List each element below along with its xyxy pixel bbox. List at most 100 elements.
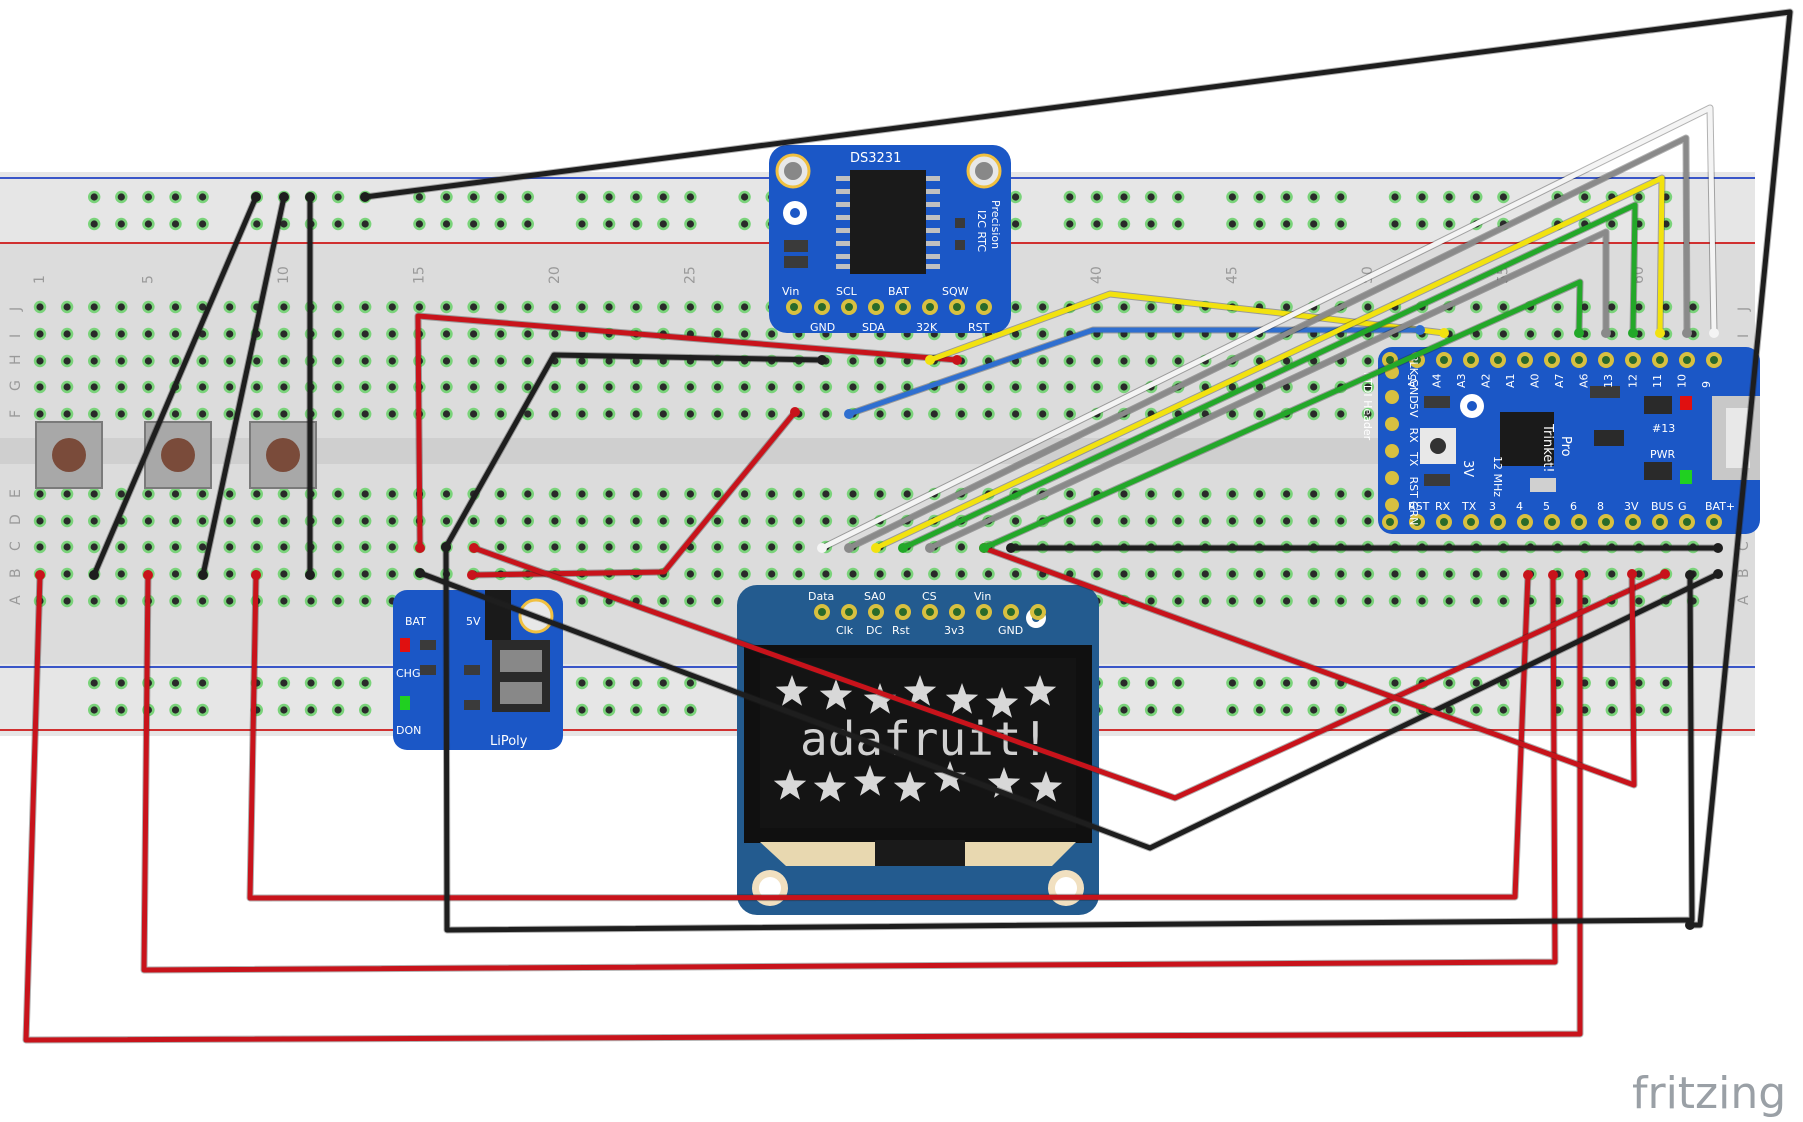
breadboard-hole-center — [1608, 220, 1616, 228]
trinket-pin-label: TX — [1461, 500, 1477, 513]
breadboard-hole-center — [388, 490, 396, 498]
breadboard-hole-center — [1581, 303, 1589, 311]
breadboard-hole-center — [578, 193, 586, 201]
breadboard-hole-center — [551, 383, 559, 391]
oled-star-icon — [903, 675, 937, 706]
breadboard-row-letter: A — [1736, 595, 1752, 605]
rtc-pin-bat: BAT — [888, 285, 909, 298]
breadboard-hole-center — [1472, 706, 1480, 714]
breadboard-hole-center — [1012, 570, 1020, 578]
breadboard-hole-center — [1364, 383, 1372, 391]
breadboard-hole-center — [713, 597, 722, 605]
breadboard-hole-center — [1174, 597, 1182, 605]
breadboard-hole-center — [144, 303, 152, 311]
breadboard-hole-center — [442, 517, 451, 525]
breadboard-hole-center — [686, 383, 695, 391]
breadboard-hole-center — [1445, 597, 1453, 605]
breadboard-hole-center — [388, 570, 396, 578]
breadboard-hole-center — [768, 490, 776, 498]
breadboard-hole-center — [280, 383, 288, 391]
breadboard-hole-center — [578, 383, 586, 391]
breadboard-hole-center — [1120, 303, 1128, 311]
breadboard-hole-center — [117, 193, 125, 201]
trinket-header-pin-center — [1467, 356, 1475, 364]
breadboard-hole-center — [930, 410, 938, 418]
trinket-header-pin-center — [1629, 518, 1637, 526]
trinket-header-pin-center — [1467, 518, 1475, 526]
breadboard-hole-center — [1608, 570, 1616, 578]
breadboard-hole-center — [632, 679, 640, 687]
breadboard-hole-center — [1174, 220, 1182, 228]
breadboard-hole-center — [361, 706, 369, 714]
breadboard-hole-center — [1472, 330, 1480, 338]
breadboard-hole-center — [1554, 597, 1562, 605]
breadboard-hole-center — [1012, 303, 1020, 311]
breadboard-hole-center — [334, 517, 342, 525]
breadboard-hole-center — [1228, 706, 1236, 714]
breadboard-row-letter: H — [8, 354, 24, 365]
trinket-pin-label: A3 — [1455, 373, 1468, 388]
breadboard-hole-center — [280, 679, 288, 687]
push-button-3[interactable] — [249, 421, 317, 489]
breadboard-hole-center — [903, 383, 911, 391]
breadboard-hole-center — [605, 383, 613, 391]
oled-header-pin-center — [872, 608, 880, 616]
breadboard-hole-center — [63, 517, 71, 525]
breadboard-hole-center — [1499, 193, 1507, 201]
breadboard-hole-center — [36, 410, 44, 418]
breadboard-hole-center — [1337, 193, 1345, 201]
breadboard-hole-center — [334, 570, 342, 578]
breadboard-hole-center — [741, 220, 749, 228]
breadboard-hole-center — [171, 597, 180, 605]
rtc-pin-rst: RST — [968, 321, 990, 334]
breadboard-hole-center — [199, 679, 207, 687]
breadboard-hole-center — [1255, 220, 1264, 228]
trinket-pin-label: A4 — [1431, 373, 1444, 388]
breadboard-hole-center — [470, 517, 478, 525]
trinket-header-pin-center — [1413, 518, 1421, 526]
breadboard-hole-center — [1418, 570, 1426, 578]
breadboard-hole-center — [524, 193, 532, 201]
breadboard-hole-center — [822, 410, 830, 418]
breadboard-hole-center — [361, 330, 369, 338]
breadboard-hole-center — [578, 303, 586, 311]
breadboard-hole-center — [686, 570, 695, 578]
trinket-header-pin-center — [1629, 356, 1637, 364]
breadboard-hole-center — [632, 220, 640, 228]
breadboard-hole-center — [822, 570, 830, 578]
breadboard-hole-center — [1283, 193, 1291, 201]
trinket-header-pin-center — [1440, 356, 1448, 364]
breadboard-hole-center — [659, 490, 667, 498]
breadboard-hole-center — [470, 330, 478, 338]
breadboard-column-number: 20 — [547, 266, 563, 284]
breadboard-hole-center — [551, 303, 559, 311]
breadboard-hole-center — [226, 543, 234, 551]
breadboard-row-letter: D — [8, 514, 24, 525]
breadboard-hole-center — [497, 220, 505, 228]
trinket-pin-label: 11 — [1651, 374, 1664, 388]
breadboard-hole-center — [1120, 517, 1128, 525]
breadboard-column-number: 15 — [411, 266, 427, 284]
breadboard-hole-center — [1635, 597, 1643, 605]
oled-header-pin-center — [953, 608, 961, 616]
breadboard-hole-center — [226, 517, 234, 525]
breadboard-hole-center — [524, 410, 532, 418]
breadboard-hole-center — [1283, 597, 1291, 605]
breadboard-hole-center — [795, 517, 803, 525]
breadboard-hole-center — [605, 220, 613, 228]
breadboard-hole-center — [686, 706, 695, 714]
oled-star-icon — [819, 679, 853, 710]
breadboard-hole-center — [686, 517, 695, 525]
breadboard-hole-center — [253, 410, 261, 418]
breadboard-hole-center — [1472, 679, 1480, 687]
wire — [246, 570, 1533, 902]
breadboard-hole-center — [334, 597, 342, 605]
push-button-1[interactable] — [35, 421, 103, 489]
breadboard-hole-center — [795, 383, 803, 391]
breadboard-hole-center — [524, 330, 532, 338]
breadboard-hole-center — [1310, 517, 1318, 525]
breadboard-hole-center — [1174, 303, 1182, 311]
breadboard-hole-center — [1310, 706, 1318, 714]
breadboard-hole-center — [1066, 517, 1074, 525]
oled-star-icon — [985, 687, 1019, 718]
